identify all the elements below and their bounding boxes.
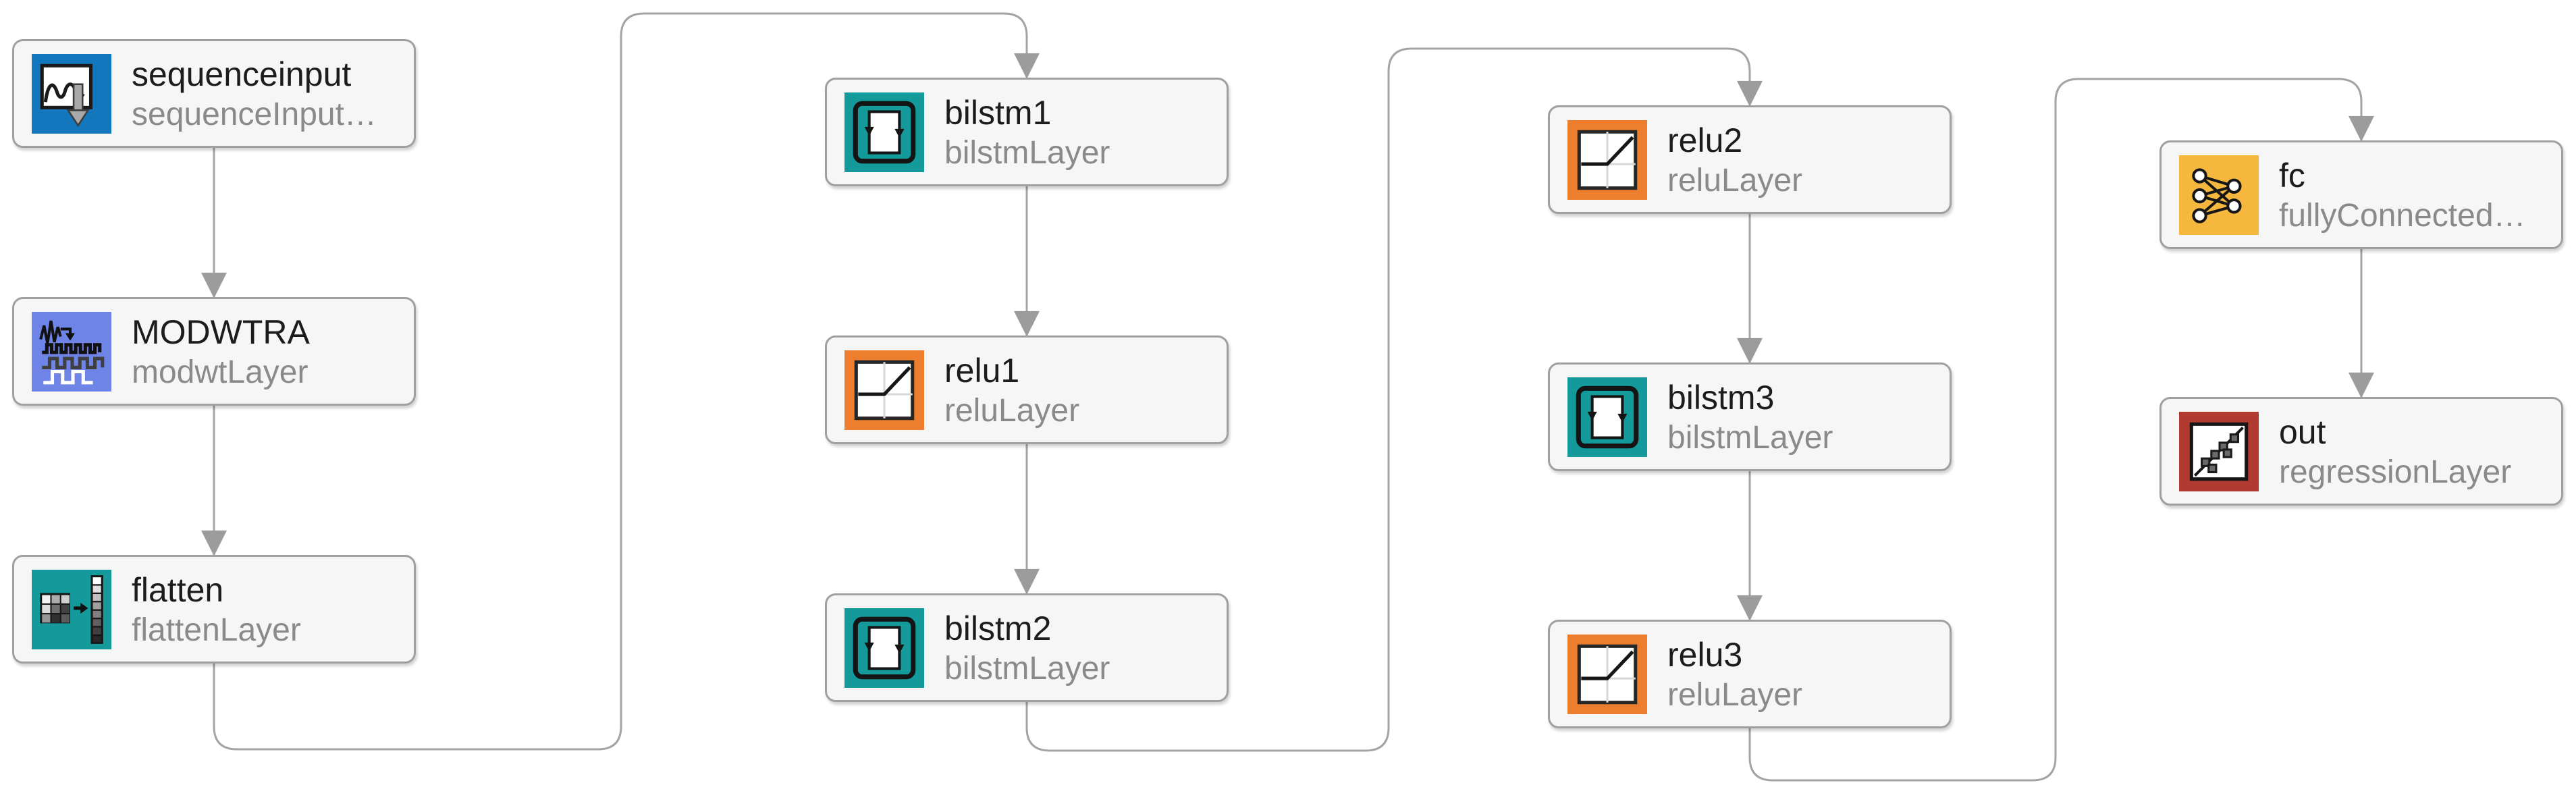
- layer-name: fc: [2279, 156, 2305, 194]
- flatten-icon: [32, 569, 111, 649]
- layer-name: relu3: [1667, 635, 1743, 674]
- relu-icon: [844, 350, 924, 430]
- layer-name: bilstm2: [944, 609, 1052, 647]
- layer-labels: fc fullyConnected…: [2279, 155, 2526, 236]
- layer-labels: bilstm2 bilstmLayer: [944, 608, 1110, 689]
- modwt-icon: [32, 311, 111, 392]
- layer-type: modwtLayer: [132, 354, 308, 390]
- layer-type: sequenceInput…: [132, 96, 377, 132]
- layer-node-relu3[interactable]: relu3 reluLayer: [1548, 620, 1952, 728]
- connection-flatten-to-bilstm1[interactable]: [213, 12, 1040, 751]
- fully-connected-icon: [2179, 155, 2259, 235]
- connection-bilstm2-to-relu2[interactable]: [1025, 47, 1763, 752]
- layer-name: out: [2279, 412, 2326, 451]
- layer-type: reluLayer: [1667, 676, 1803, 713]
- sequence-input-icon: [32, 53, 111, 134]
- layer-node-bilstm1[interactable]: bilstm1 bilstmLayer: [825, 78, 1229, 186]
- layer-name: bilstm1: [944, 93, 1052, 132]
- layer-name: sequenceinput: [132, 55, 352, 93]
- layer-node-bilstm2[interactable]: bilstm2 bilstmLayer: [825, 593, 1229, 702]
- layer-labels: bilstm1 bilstmLayer: [944, 92, 1110, 173]
- layer-name: MODWTRA: [132, 313, 310, 351]
- layer-labels: sequenceinput sequenceInput…: [132, 53, 377, 134]
- regression-icon: [2179, 411, 2259, 491]
- layer-type: reluLayer: [944, 392, 1080, 429]
- relu-icon: [1567, 119, 1647, 200]
- layer-name: bilstm3: [1667, 378, 1775, 416]
- layer-node-MODWTRA[interactable]: MODWTRA modwtLayer: [12, 297, 416, 406]
- layer-type: reluLayer: [1667, 162, 1803, 198]
- layer-labels: relu3 reluLayer: [1667, 634, 1802, 715]
- bilstm-icon: [844, 92, 924, 172]
- layer-labels: relu1 reluLayer: [944, 350, 1079, 431]
- layer-labels: MODWTRA modwtLayer: [132, 311, 310, 392]
- bilstm-icon: [1567, 377, 1647, 457]
- connection-relu3-to-fc[interactable]: [1748, 78, 2374, 782]
- bilstm-icon: [844, 608, 924, 688]
- layer-node-sequenceinput[interactable]: sequenceinput sequenceInput…: [12, 39, 416, 148]
- layer-labels: out regressionLayer: [2279, 411, 2511, 492]
- layer-node-flatten[interactable]: flatten flattenLayer: [12, 555, 416, 664]
- layer-name: relu1: [944, 351, 1020, 389]
- layer-labels: relu2 reluLayer: [1667, 119, 1802, 200]
- layer-node-fc[interactable]: fc fullyConnected…: [2159, 140, 2563, 249]
- layer-name: relu2: [1667, 121, 1743, 159]
- layer-type: bilstmLayer: [944, 134, 1110, 171]
- layer-type: fullyConnected…: [2279, 197, 2526, 234]
- layer-type: bilstmLayer: [944, 650, 1110, 686]
- layer-node-bilstm3[interactable]: bilstm3 bilstmLayer: [1548, 362, 1952, 471]
- layer-type: regressionLayer: [2279, 454, 2512, 490]
- relu-icon: [1567, 634, 1647, 714]
- layer-type: flattenLayer: [132, 612, 301, 648]
- layer-labels: bilstm3 bilstmLayer: [1667, 377, 1833, 458]
- layer-node-relu1[interactable]: relu1 reluLayer: [825, 335, 1229, 444]
- layer-labels: flatten flattenLayer: [132, 569, 301, 650]
- layer-node-out[interactable]: out regressionLayer: [2159, 397, 2563, 506]
- layer-node-relu2[interactable]: relu2 reluLayer: [1548, 105, 1952, 214]
- layer-type: bilstmLayer: [1667, 419, 1833, 456]
- layer-name: flatten: [132, 570, 224, 609]
